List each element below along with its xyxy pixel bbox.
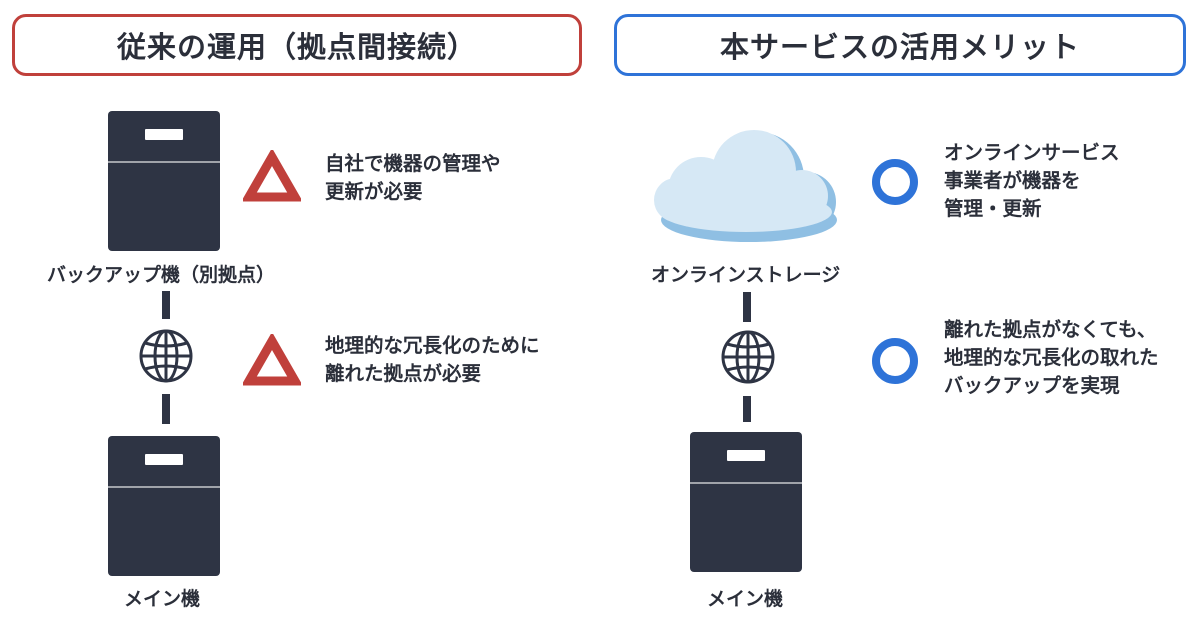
- triangle-warning-icon: [243, 334, 301, 386]
- left-panel-title: 従来の運用（拠点間接続）: [12, 14, 582, 76]
- connector-line: [743, 396, 751, 422]
- main-server-label: メイン機: [707, 588, 784, 610]
- globe-icon: [721, 330, 775, 384]
- connector-line: [162, 394, 170, 424]
- circle-ok-icon: [872, 338, 918, 384]
- main-server-label: メイン機: [124, 588, 201, 610]
- connector-line: [162, 291, 170, 319]
- cloud-storage-label: オンラインストレージ: [651, 264, 841, 286]
- main-server-icon: [108, 436, 220, 576]
- right-panel-title: 本サービスの活用メリット: [614, 14, 1186, 76]
- cloud-icon: [654, 130, 837, 242]
- main-server-icon: [690, 432, 802, 572]
- backup-server-icon: [108, 111, 220, 251]
- left-note-2: 地理的な冗長化のために 離れた拠点が必要: [325, 334, 540, 385]
- right-note-2: 離れた拠点がなくても、 地理的な冗長化の取れた バックアップを実現: [944, 318, 1159, 397]
- connector-line: [743, 292, 751, 322]
- circle-ok-icon: [872, 159, 918, 205]
- globe-icon: [139, 329, 193, 383]
- left-note-1: 自社で機器の管理や 更新が必要: [325, 152, 501, 203]
- right-note-1: オンラインサービス 事業者が機器を 管理・更新: [944, 141, 1120, 220]
- triangle-warning-icon: [243, 150, 301, 202]
- backup-server-label: バックアップ機（別拠点）: [47, 264, 276, 286]
